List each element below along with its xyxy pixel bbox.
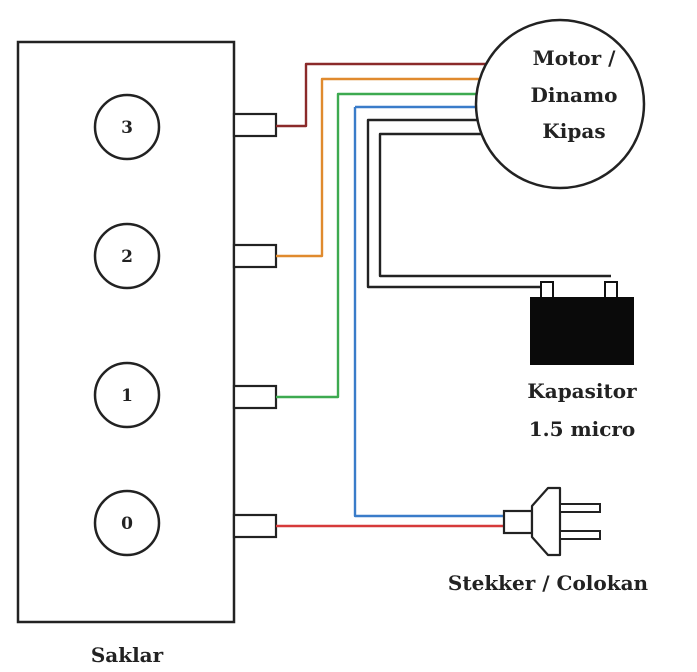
switch-position-2-circle xyxy=(93,222,161,290)
switch-position-3-label: 3 xyxy=(121,118,133,138)
switch-position-3: 3 xyxy=(93,93,161,161)
switch-position-1-label: 1 xyxy=(121,386,133,406)
switch-terminal-3 xyxy=(232,112,278,138)
motor-label-line3: Kipas xyxy=(542,119,605,143)
wire-speed-1 xyxy=(276,92,510,399)
plug xyxy=(502,486,601,557)
switch-terminal-0 xyxy=(232,513,278,539)
motor-circle xyxy=(474,18,646,190)
capacitor-terminal-left xyxy=(540,281,554,299)
switch-position-2: 2 xyxy=(93,222,161,290)
plug-pin-top xyxy=(559,503,601,513)
plug-pin-bottom xyxy=(559,530,601,540)
switch-position-0-circle xyxy=(93,489,161,557)
switch-terminal-1 xyxy=(232,384,278,410)
motor-label-line1: Motor / xyxy=(533,46,617,70)
switch-terminal-2 xyxy=(232,243,278,269)
plug-head xyxy=(530,486,562,557)
motor-label-line2: Dinamo xyxy=(531,83,618,107)
wire-speed-2 xyxy=(276,77,510,258)
wire-capacitor-b xyxy=(378,132,611,278)
plug-label: Stekker / Colokan xyxy=(448,571,649,595)
capacitor-terminal-right xyxy=(604,281,618,299)
switch-position-1-circle xyxy=(93,361,161,429)
switch-position-3-circle xyxy=(93,93,161,161)
capacitor-label-line2: 1.5 micro xyxy=(529,417,636,441)
switch-position-0: 0 xyxy=(93,489,161,557)
capacitor-label-line1: Kapasitor xyxy=(527,379,637,403)
wire-capacitor-a xyxy=(366,118,547,289)
wire-speed-3 xyxy=(276,62,510,128)
switch-position-0-label: 0 xyxy=(121,514,133,534)
capacitor xyxy=(530,281,634,365)
plug-collar xyxy=(502,509,534,535)
switch-label: Saklar xyxy=(91,643,164,667)
capacitor-body xyxy=(530,297,634,365)
switch-position-1: 1 xyxy=(93,361,161,429)
switch-position-2-label: 2 xyxy=(121,247,133,267)
wire-neutral xyxy=(353,105,510,518)
